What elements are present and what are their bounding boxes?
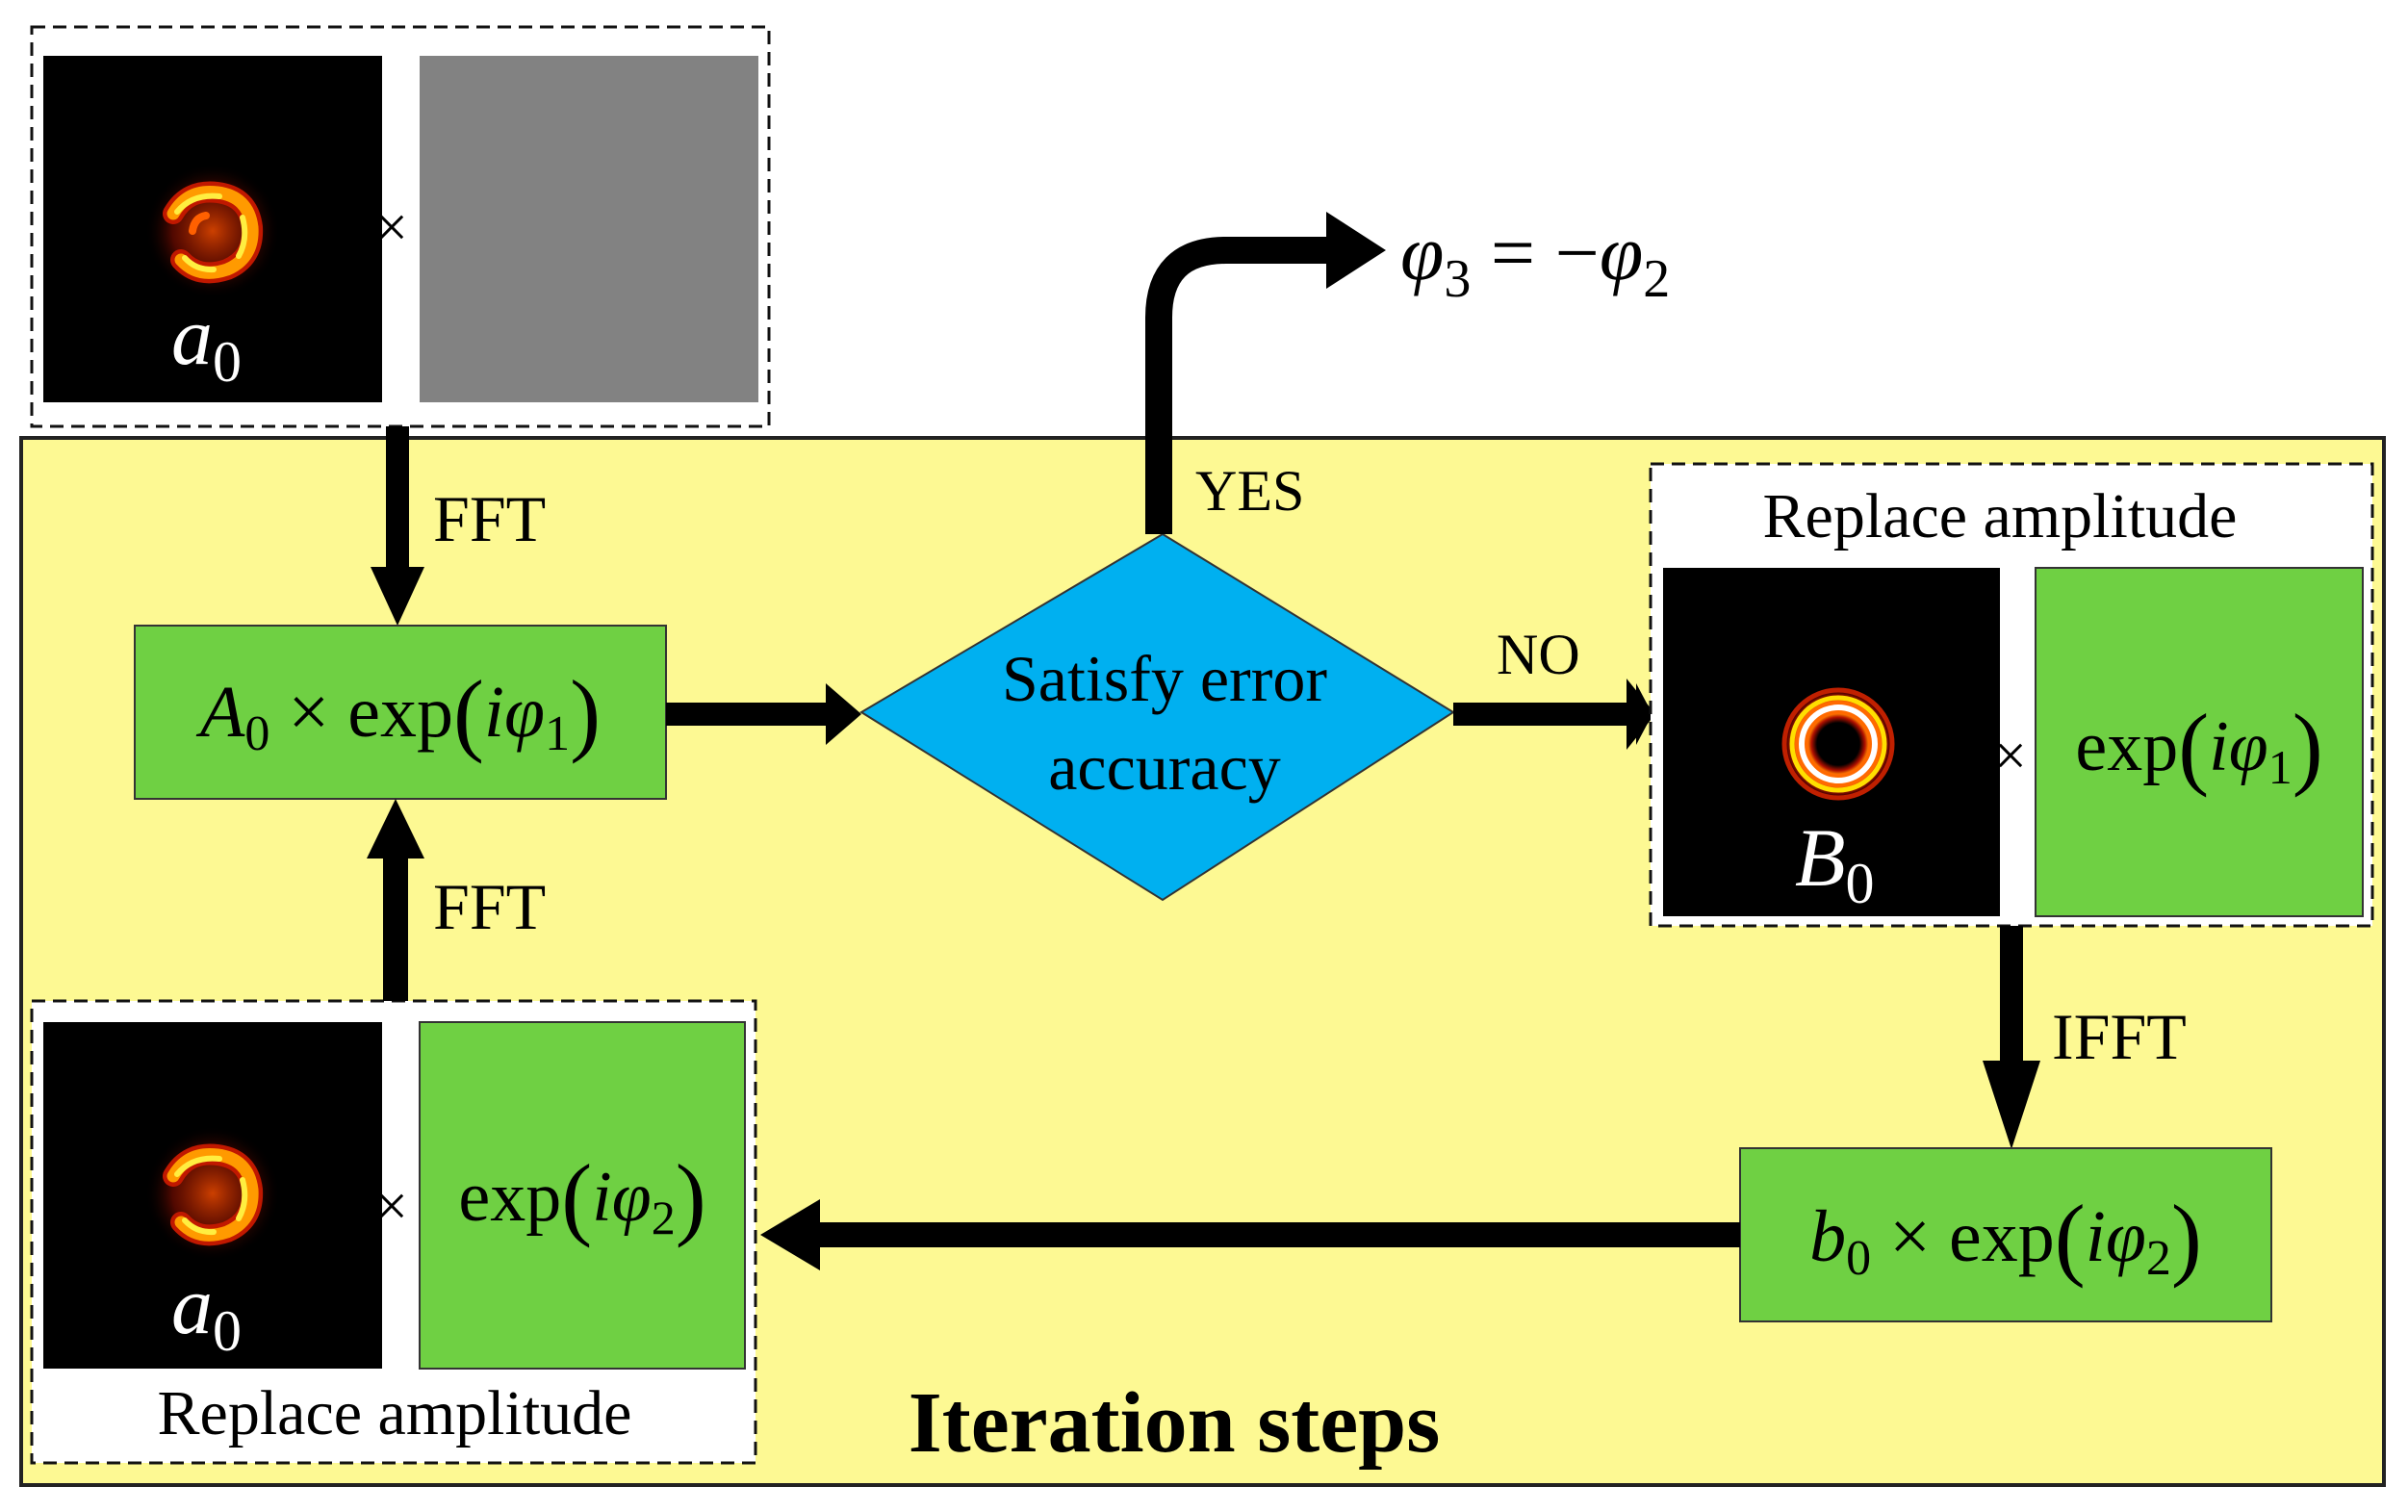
top-image-label: a0 xyxy=(171,290,242,394)
box-b0-formula: b0 × exp(iφ2) xyxy=(1809,1186,2202,1289)
right-group-title: Replace amplitude xyxy=(1763,481,2238,551)
decision-line1: Satisfy error xyxy=(1002,642,1327,715)
right-phase-box xyxy=(2035,567,2364,917)
box-a0-formula: A0 × exp(iφ1) xyxy=(195,661,601,764)
no-label: NO xyxy=(1497,623,1580,686)
fft-bottom-label: FFT xyxy=(433,870,546,943)
fft-top-label: FFT xyxy=(433,482,546,555)
output-formula: φ3 = −φ2 xyxy=(1400,209,1670,309)
box-b0-exp-phi2 xyxy=(1739,1147,2272,1322)
right-phase-formula: exp(iφ1) xyxy=(2075,695,2322,798)
bottom-times-sign: × xyxy=(375,1174,408,1238)
ifft-down-arrow xyxy=(1983,926,2040,1149)
distorted-ring-beam-image xyxy=(43,56,382,402)
fft-down-arrow xyxy=(371,426,424,626)
arrow-to-replace-amplitude xyxy=(760,1199,1740,1270)
bottom-phase-box xyxy=(419,1021,746,1370)
ring-beam-image xyxy=(1663,568,2000,916)
right-times-sign: × xyxy=(1994,724,2027,787)
iteration-title: Iteration steps xyxy=(909,1375,1440,1471)
top-times-sign: × xyxy=(375,195,408,259)
uniform-gray-phase-icon xyxy=(420,56,758,402)
fft-up-arrow xyxy=(367,799,424,1001)
distorted-ring-beam-image-bottom xyxy=(43,1022,382,1369)
box-a0-exp-phi1 xyxy=(134,625,667,800)
yes-label: YES xyxy=(1195,459,1304,523)
bottom-group-title: Replace amplitude xyxy=(158,1378,632,1448)
right-image-label: B0 xyxy=(1795,811,1875,915)
yes-arrow xyxy=(1145,212,1386,534)
decision-line2: accuracy xyxy=(1048,730,1281,804)
decision-diamond xyxy=(859,532,1455,902)
arrow-to-decision xyxy=(666,683,861,745)
bottom-image-label: a0 xyxy=(171,1259,242,1363)
no-arrow xyxy=(1453,679,1655,750)
ifft-label: IFFT xyxy=(2052,1000,2187,1073)
bottom-phase-formula: exp(iφ2) xyxy=(458,1145,705,1248)
